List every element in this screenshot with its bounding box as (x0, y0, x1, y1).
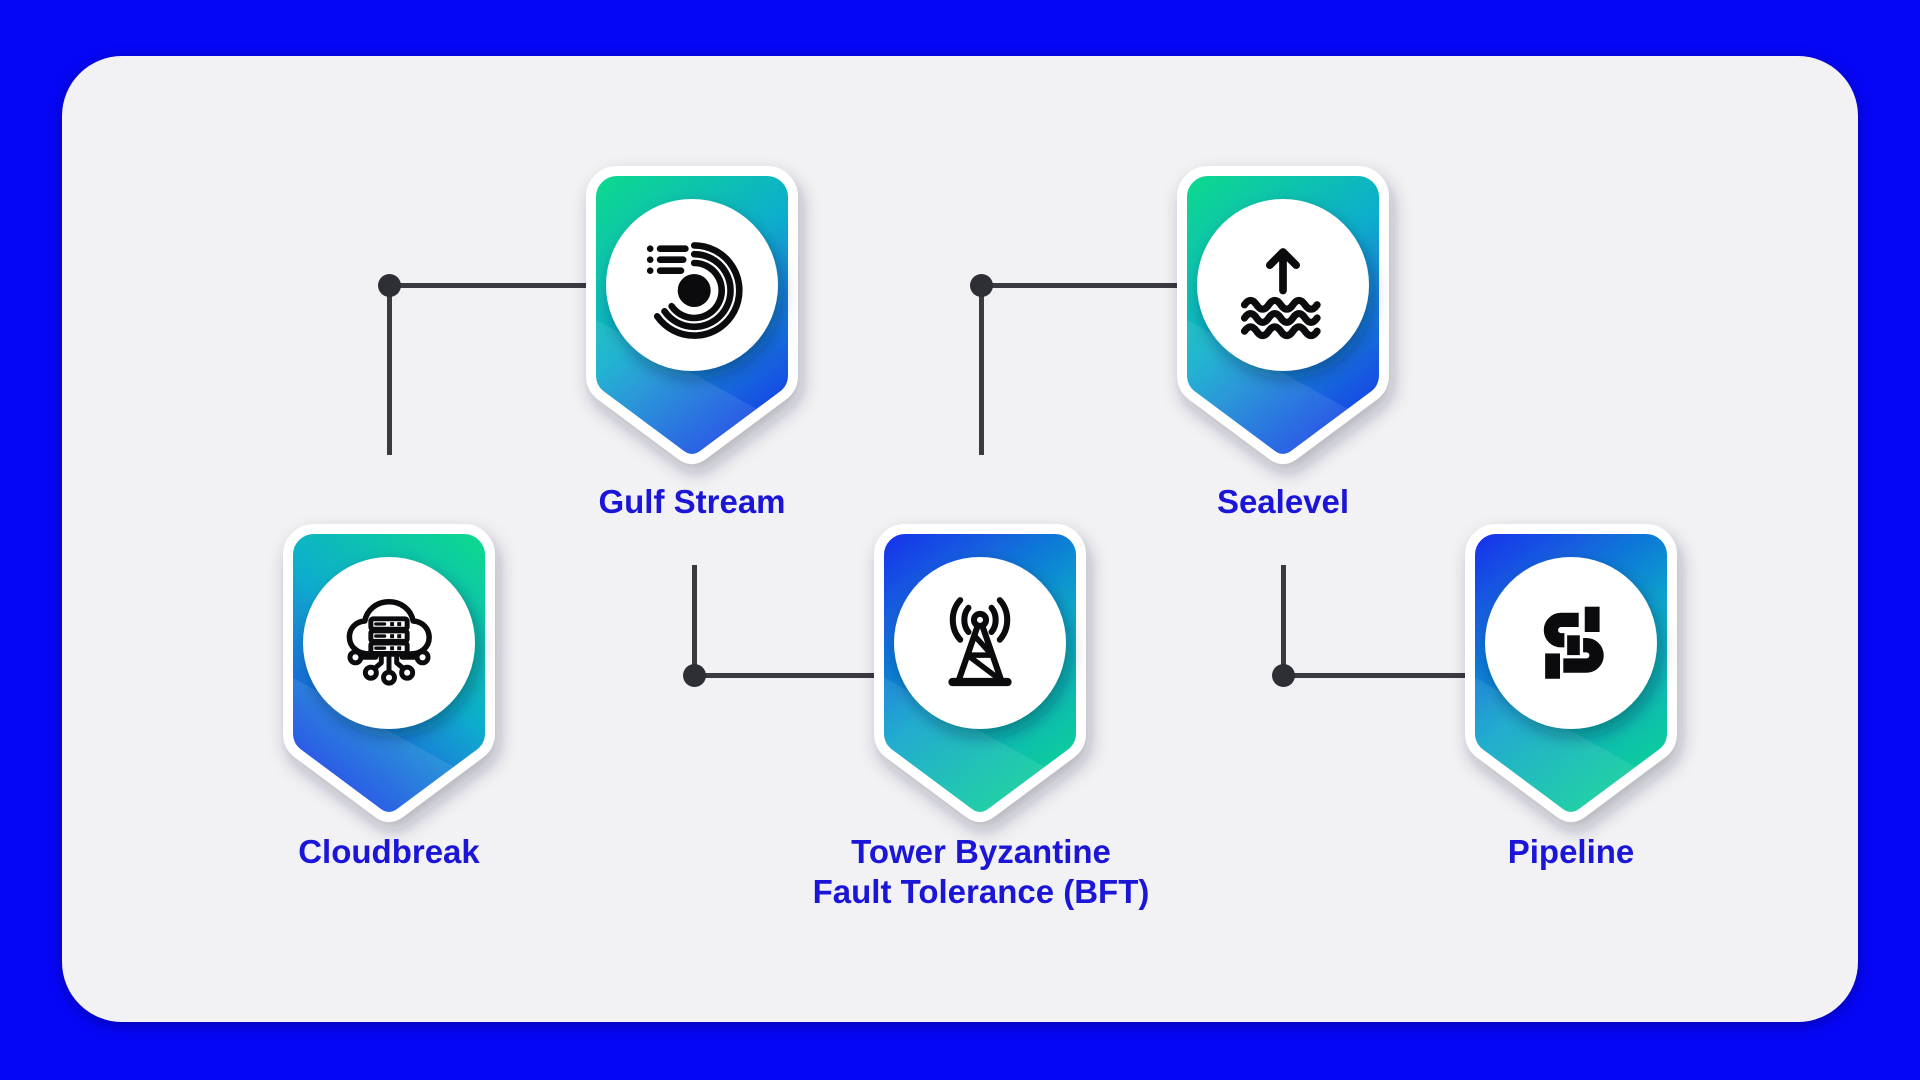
connector-v-line (387, 285, 392, 455)
connector-v-line (1281, 565, 1286, 675)
connector-dot (683, 664, 706, 687)
connector-h-line (981, 283, 1182, 288)
badge-label-tower-line1: Tower Byzantine (851, 833, 1111, 870)
badge-label-tower-line2: Fault Tolerance (BFT) (812, 873, 1150, 911)
connector-dot (970, 274, 993, 297)
badge-tower-bft (870, 520, 1090, 834)
badge-sealevel (1173, 162, 1393, 476)
pipe-s-icon (1543, 606, 1604, 679)
badge-pipeline (1461, 520, 1681, 834)
badge-label-cloudbreak: Cloudbreak (298, 833, 480, 870)
badge-cloudbreak (279, 520, 499, 834)
badge-label-gulf-stream: Gulf Stream (598, 483, 786, 520)
sea-level-rise-icon (1240, 248, 1321, 340)
connector-v-line (692, 565, 697, 675)
badge-label-tower-bft: Tower Byzantine Fault Tolerance (BFT) (813, 832, 1150, 913)
connector-h-line (389, 283, 591, 288)
badge-gulf-stream (582, 162, 802, 476)
badge-label-pipeline: Pipeline (1507, 833, 1635, 870)
connector-h-line (1283, 673, 1470, 678)
connector-dot (378, 274, 401, 297)
connector-v-line (979, 285, 984, 455)
connector-h-line (694, 673, 879, 678)
cloud-server-network-icon (346, 599, 432, 686)
record-disc-icon (646, 242, 743, 339)
radio-tower-icon (948, 597, 1012, 687)
connector-dot (1272, 664, 1295, 687)
badge-label-sealevel: Sealevel (1216, 483, 1350, 520)
